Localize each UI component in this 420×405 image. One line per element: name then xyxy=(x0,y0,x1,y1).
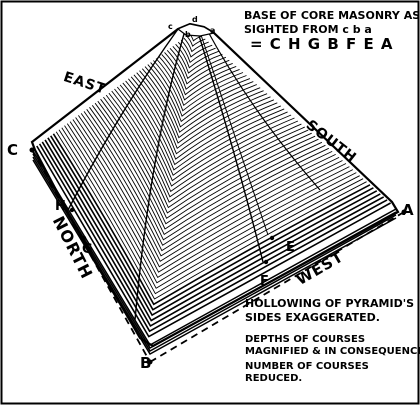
note-depths-2: MAGNIFIED & IN CONSEQUENCE xyxy=(245,346,420,357)
caption-line-1: BASE OF CORE MASONRY AS xyxy=(244,9,420,22)
apex-platform xyxy=(176,23,216,37)
point-marker-g xyxy=(81,235,87,241)
masonry-course xyxy=(78,115,340,257)
apex-label-c: c xyxy=(168,22,173,31)
base-line-cb xyxy=(31,149,151,363)
point-label-e: E xyxy=(286,240,295,255)
masonry-course xyxy=(100,98,312,214)
masonry-course xyxy=(169,47,227,80)
masonry-course xyxy=(75,117,343,262)
masonry-course xyxy=(69,121,350,273)
corner-label-a: A xyxy=(402,201,414,219)
apex-label-b: b xyxy=(185,30,191,39)
masonry-course xyxy=(158,56,240,101)
masonry-course xyxy=(80,113,336,252)
note-depths-1: DEPTHS OF COURSES xyxy=(245,334,366,345)
arris-line-f xyxy=(195,25,264,263)
masonry-course xyxy=(166,49,230,85)
base-course xyxy=(32,159,397,356)
masonry-course xyxy=(139,70,264,139)
masonry-course xyxy=(55,131,367,300)
masonry-course xyxy=(97,100,316,219)
arris-line-a xyxy=(205,27,321,191)
masonry-course xyxy=(114,88,295,187)
masonry-course xyxy=(105,94,305,203)
masonry-course xyxy=(44,139,381,322)
note-number-2: REDUCED. xyxy=(245,373,303,384)
masonry-course xyxy=(155,58,244,107)
masonry-course xyxy=(144,66,257,128)
masonry-course xyxy=(50,135,374,311)
masonry-course xyxy=(89,107,326,236)
point-label-h: H xyxy=(55,199,66,214)
masonry-course xyxy=(125,80,281,166)
masonry-course xyxy=(58,129,364,295)
corner-marker-a xyxy=(401,209,407,215)
masonry-course xyxy=(52,133,371,306)
masonry-course xyxy=(153,60,247,112)
base-course xyxy=(32,150,397,347)
caption-line-2: SIGHTED FROM c b a xyxy=(244,23,372,36)
masonry-course xyxy=(36,145,391,338)
apex-label-a: a xyxy=(210,26,216,35)
corner-label-b: B xyxy=(140,354,152,372)
masonry-course xyxy=(86,109,329,241)
caption-line-3: = C H G B F E A xyxy=(250,35,394,53)
masonry-course xyxy=(136,72,268,144)
masonry-course xyxy=(64,125,357,284)
masonry-course xyxy=(47,137,378,317)
point-marker-e xyxy=(269,235,275,241)
masonry-course xyxy=(61,127,360,289)
masonry-course xyxy=(141,68,261,133)
masonry-course xyxy=(133,74,271,150)
masonry-course xyxy=(38,143,388,333)
masonry-course xyxy=(130,76,275,155)
corner-markers xyxy=(29,147,407,365)
masonry-courses xyxy=(32,31,397,356)
masonry-course xyxy=(177,41,216,64)
masonry-course xyxy=(94,102,319,225)
masonry-course xyxy=(41,141,385,327)
base-course xyxy=(32,156,397,353)
point-label-f: F xyxy=(260,274,269,289)
masonry-course xyxy=(150,62,251,117)
masonry-course xyxy=(119,84,288,176)
masonry-course xyxy=(108,92,302,198)
apex-cap xyxy=(176,23,216,37)
masonry-course xyxy=(116,86,292,182)
base-line-ba xyxy=(149,211,405,363)
masonry-course xyxy=(91,105,323,230)
arris-line-e xyxy=(197,25,269,236)
point-marker-h xyxy=(69,207,75,213)
masonry-course xyxy=(103,96,309,209)
point-marker-f xyxy=(263,259,269,265)
masonry-course xyxy=(122,82,285,171)
base-course xyxy=(32,153,397,350)
apex-label-d: d xyxy=(192,15,198,24)
masonry-course xyxy=(147,64,254,123)
masonry-course xyxy=(164,52,233,90)
note-hollowing-2: SIDES EXAGGERATED. xyxy=(245,311,380,324)
corner-marker-c xyxy=(29,147,35,153)
note-hollowing-1: HOLLOWING OF PYRAMID'S xyxy=(245,297,414,310)
note-number-1: NUMBER OF COURSES xyxy=(245,361,369,372)
masonry-course xyxy=(175,43,220,69)
corner-label-c: C xyxy=(7,141,19,159)
masonry-course xyxy=(161,54,237,96)
arris-line-ch xyxy=(67,28,179,211)
arris-lines xyxy=(67,25,321,321)
point-label-g: G xyxy=(82,242,93,257)
masonry-course xyxy=(183,37,209,53)
base-dashed-outline xyxy=(31,149,405,363)
masonry-course xyxy=(83,111,333,246)
arris-line-b xyxy=(134,26,187,321)
masonry-course xyxy=(66,123,354,279)
masonry-course xyxy=(111,90,299,193)
masonry-course xyxy=(128,78,278,160)
masonry-course xyxy=(72,119,347,268)
corner-marker-b xyxy=(147,359,153,365)
